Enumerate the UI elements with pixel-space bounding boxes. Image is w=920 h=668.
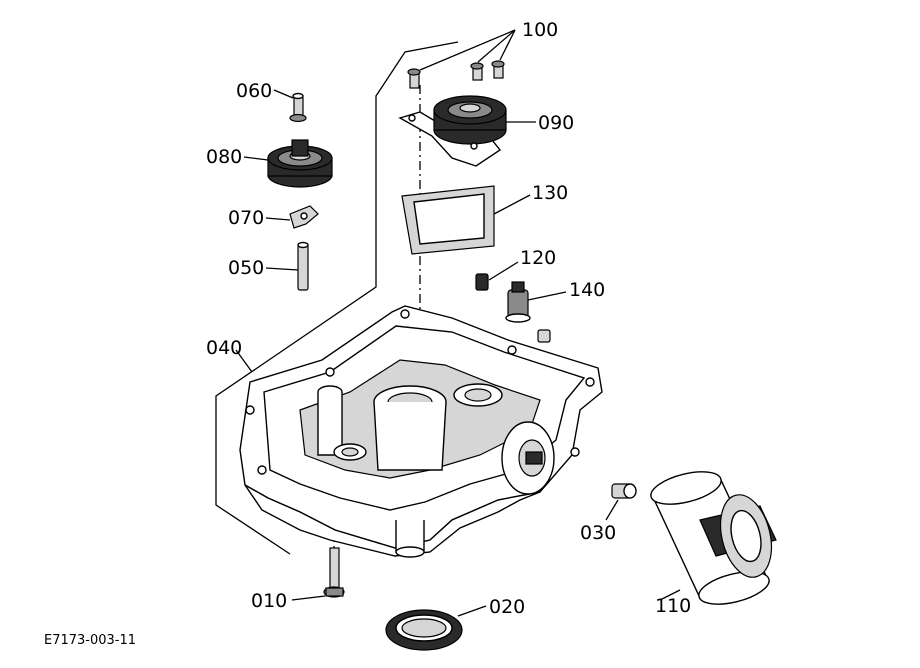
plate-part-070	[289, 205, 319, 229]
shaft-part-050	[297, 241, 309, 291]
leader-140	[527, 291, 567, 301]
leader-040	[235, 349, 253, 373]
callout-030: 030	[580, 522, 616, 544]
callout-070: 070	[228, 207, 264, 229]
strainer-part-130	[401, 185, 495, 255]
callout-050: 050	[228, 257, 264, 279]
leader-100-b	[477, 29, 516, 63]
leader-080	[243, 156, 269, 161]
leader-100-a	[419, 29, 516, 71]
leader-070	[265, 217, 291, 221]
callout-080: 080	[206, 146, 242, 168]
leader-050	[265, 267, 299, 271]
leader-020	[457, 605, 487, 617]
leader-060	[273, 89, 294, 99]
gear-part-080	[267, 139, 333, 188]
callout-140: 140	[569, 279, 605, 301]
callout-010: 010	[251, 590, 287, 612]
leader-110	[659, 589, 681, 601]
callout-100: 100	[522, 19, 558, 41]
spring-part-120	[475, 273, 489, 291]
callout-110: 110	[655, 595, 691, 617]
figure-code: E7173-003-11	[44, 633, 136, 648]
oil-pump-part-090	[398, 95, 507, 167]
callout-020: 020	[489, 596, 525, 618]
oil-seal-part-020	[385, 609, 463, 651]
plug-part-030	[611, 483, 637, 499]
valve-part-140	[505, 281, 551, 343]
callout-060: 060	[236, 80, 272, 102]
oil-pan-part	[239, 305, 603, 558]
leader-130	[493, 194, 531, 215]
bolt-part-010	[323, 547, 345, 598]
callout-040: 040	[206, 337, 242, 359]
oil-filter-part-110	[650, 471, 777, 605]
leader-030	[605, 499, 619, 521]
bolts-part-100	[407, 60, 505, 89]
leader-120	[488, 261, 519, 281]
group-boundary-line	[215, 41, 459, 555]
callout-130: 130	[532, 182, 568, 204]
leader-010	[291, 595, 326, 601]
callout-120: 120	[520, 247, 556, 269]
leader-100-c	[499, 29, 516, 61]
callout-090: 090	[538, 112, 574, 134]
pin-part-060	[289, 92, 307, 123]
